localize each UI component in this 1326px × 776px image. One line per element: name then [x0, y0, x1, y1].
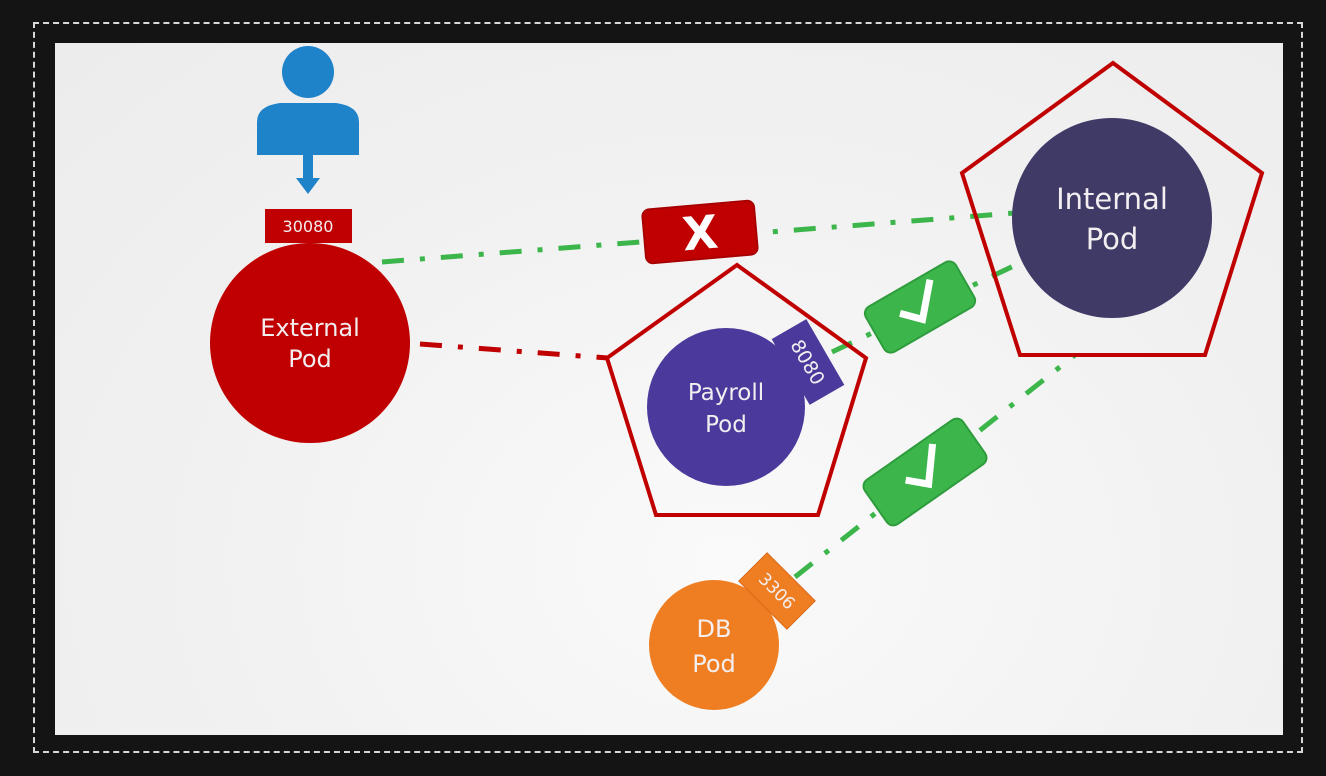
- blocked-badge: X: [641, 199, 759, 265]
- allowed-badge-payroll-internal: [863, 260, 977, 354]
- db-pod-label-line1: DB: [697, 615, 732, 643]
- x-icon: X: [680, 205, 720, 262]
- connection-external-to-payroll: [419, 341, 609, 361]
- external-port-tag: 30080: [265, 209, 352, 243]
- external-pod[interactable]: External Pod: [210, 243, 410, 443]
- internal-pod-label-line2: Pod: [1086, 222, 1139, 256]
- user-icon: [257, 46, 359, 155]
- external-port-label: 30080: [283, 217, 334, 236]
- dashed-selection-frame: [33, 22, 1303, 753]
- payroll-pod-label-line2: Pod: [705, 412, 747, 438]
- check-icon: [899, 279, 934, 324]
- internal-pod-label-line1: Internal: [1056, 182, 1168, 216]
- arrow-down-icon: [296, 155, 320, 194]
- internal-pod[interactable]: Internal Pod: [1012, 118, 1212, 318]
- payroll-policy-boundary: [604, 262, 869, 517]
- db-pod-label-line2: Pod: [692, 650, 736, 678]
- check-icon: [905, 443, 937, 489]
- internal-policy-boundary: [959, 60, 1265, 357]
- payroll-pod[interactable]: Payroll Pod: [647, 328, 805, 486]
- allowed-badge-internal-db: [862, 417, 988, 527]
- external-pod-label-line1: External: [260, 314, 360, 342]
- db-pod[interactable]: DB Pod: [649, 580, 779, 710]
- payroll-pod-label-line1: Payroll: [688, 380, 764, 406]
- external-pod-label-line2: Pod: [288, 345, 332, 373]
